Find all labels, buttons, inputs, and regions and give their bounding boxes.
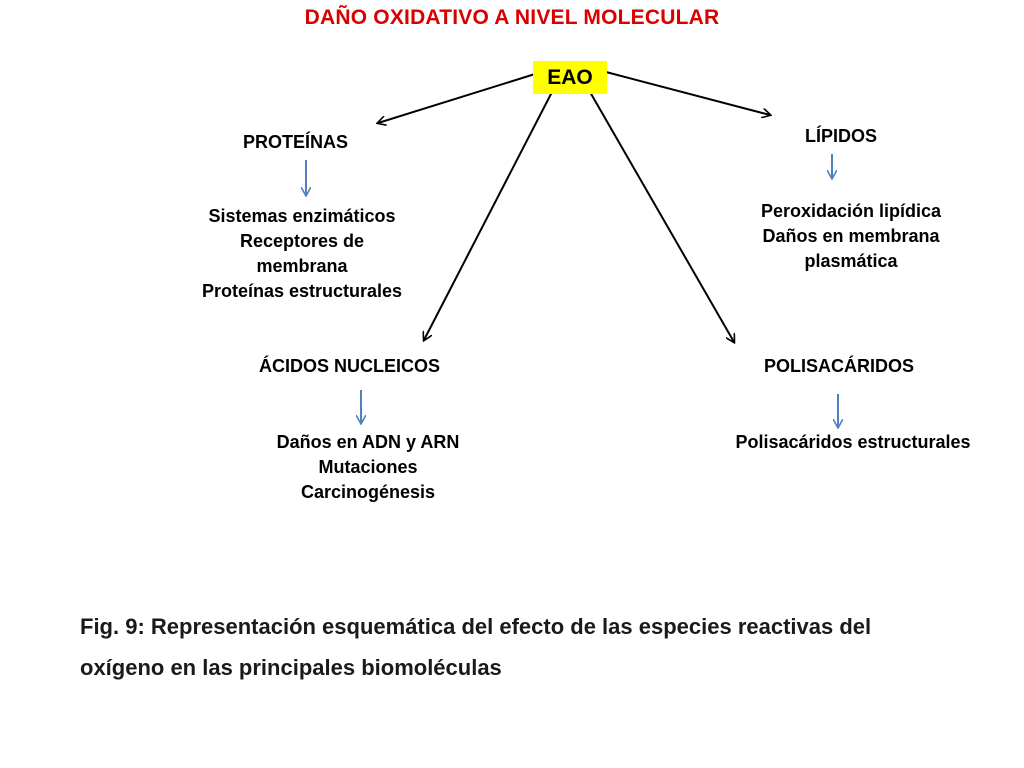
effect-item: Polisacáridos estructurales — [735, 432, 971, 452]
effects-acidos-nucleicos: Daños en ADN y ARN Mutaciones Carcinogén… — [238, 430, 498, 505]
node-lipidos: LÍPIDOS — [805, 126, 878, 146]
effect-item: membrana — [256, 256, 348, 276]
effects-polisacaridos: Polisacáridos estructurales — [700, 430, 1006, 455]
diagram-title: DAÑO OXIDATIVO A NIVEL MOLECULAR — [304, 6, 720, 29]
effect-item: Daños en membrana — [762, 226, 940, 246]
figure-caption: Fig. 9: Representación esquemática del e… — [80, 606, 1010, 688]
effect-item: Daños en ADN y ARN — [276, 432, 460, 452]
effect-item: plasmática — [804, 251, 898, 271]
caption-line-1: Fig. 9: Representación esquemática del e… — [80, 614, 872, 639]
effect-item: Sistemas enzimáticos — [208, 206, 396, 226]
center-node-eao: EAO — [533, 61, 607, 94]
arrow-to-polisacaridos — [589, 91, 734, 342]
effect-item: Mutaciones — [318, 457, 418, 477]
arrow-to-proteinas — [378, 73, 536, 123]
effects-lipidos: Peroxidación lipídica Daños en membrana … — [735, 199, 967, 274]
node-acidos-nucleicos: ÁCIDOS NUCLEICOS — [259, 356, 441, 376]
caption-line-2: oxígeno en las principales biomoléculas — [80, 655, 502, 680]
node-proteinas: PROTEÍNAS — [243, 132, 349, 152]
effects-proteinas: Sistemas enzimáticos Receptores de membr… — [172, 204, 432, 304]
arrow-to-lipidos — [605, 71, 770, 115]
effect-item: Proteínas estructurales — [201, 281, 403, 301]
node-polisacaridos: POLISACÁRIDOS — [764, 356, 915, 376]
arrow-to-acidos-nucleicos — [424, 91, 553, 340]
effect-item: Carcinogénesis — [300, 482, 436, 502]
effect-item: Peroxidación lipídica — [760, 201, 942, 221]
effect-item: Receptores de — [239, 231, 365, 251]
